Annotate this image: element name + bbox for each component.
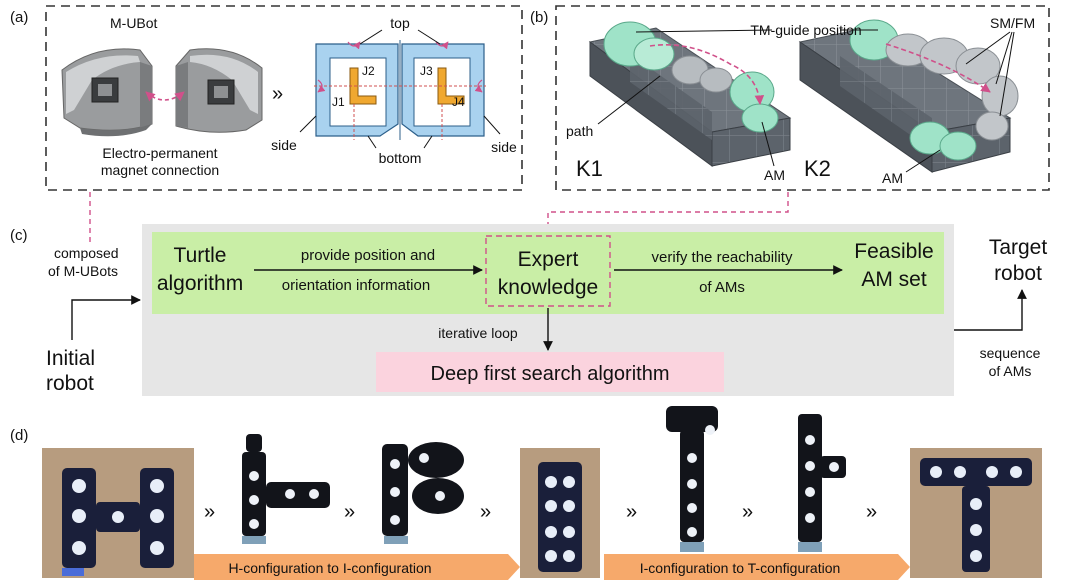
banner-h-to-i [194,554,520,580]
k2-block [798,19,1019,173]
expert-line-1: Expert [518,248,579,271]
panel-c: composed of M-UBots Initial robot Turtle… [46,192,1047,396]
label-smfm: SM/FM [990,15,1035,31]
label-k1: K1 [576,156,603,181]
panel-a: M-UBot Electro-permanent magnet connecti… [45,5,523,191]
label-am-1: AM [764,167,785,183]
photo-h-configuration [42,448,194,578]
joint-j2-label: J2 [362,64,375,78]
m-ubot-title: M-UBot [110,15,158,31]
chevron-right-icon: » [272,83,283,105]
initial-line-1: Initial [46,347,95,370]
provide-line-2: orientation information [282,277,430,294]
chevron-right-icon: » [480,501,491,523]
panel-label-b: (b) [530,9,548,26]
panel-label-a: (a) [10,9,28,26]
turtle-line-2: algorithm [157,272,243,295]
target-line-2: robot [994,262,1042,285]
sequence-line-1: sequence [980,345,1041,361]
connector-b-to-expert [547,192,789,232]
joint-j1-label: J1 [332,95,345,109]
sequence-line-2: of AMs [989,363,1032,379]
photo-step-2 [376,440,468,544]
expert-line-2: knowledge [498,276,598,299]
label-tm-guide: TM-guide position [750,22,861,38]
banner-i-to-t [604,554,910,580]
provide-line-1: provide position and [301,247,435,264]
banner-i-to-t-label: I-configuration to T-configuration [640,560,841,576]
label-side-right: side [491,139,517,155]
initial-to-process-arrow [71,295,141,340]
process-green-band [152,232,944,314]
composed-line-2: of M-UBots [48,263,118,279]
label-side-left: side [271,137,297,153]
caption-line-1: Electro-permanent [102,145,217,161]
m-ubot-cube-right [175,48,263,133]
composed-line-1: composed [54,245,119,261]
joint-j4-label: J4 [452,95,465,109]
m-ubot-cube-left [61,48,153,137]
target-line-1: Target [989,236,1048,259]
path-arrow [649,44,765,105]
photo-i-configuration [520,448,600,578]
magnet-connection-arrow [145,91,185,102]
process-to-target-arrow [954,289,1027,331]
photo-step-3 [664,404,724,554]
joint-schematic: J2 J3 J1 J4 [314,40,486,140]
k1-block [588,21,792,167]
label-bottom: bottom [379,150,422,166]
chevron-right-icon: » [344,501,355,523]
tm-guide-leader [635,29,773,33]
banner-h-to-i-label: H-configuration to I-configuration [228,560,431,576]
verify-line-1: verify the reachability [652,249,793,266]
dfs-label: Deep first search algorithm [431,363,670,385]
label-top: top [390,15,410,31]
photo-step-4 [790,412,850,554]
panel-label-c: (c) [10,227,28,244]
panel-label-d: (d) [10,427,28,444]
photo-step-1 [238,432,332,544]
panel-d: » » » [42,404,1042,580]
initial-line-2: robot [46,372,94,395]
chevron-right-icon: » [204,501,215,523]
feasible-line-2: AM set [861,268,927,291]
feasible-line-1: Feasible [854,240,933,263]
iterative-label: iterative loop [438,325,518,341]
chevron-right-icon: » [626,501,637,523]
dfs-box [376,352,724,392]
label-am-2: AM [882,170,903,186]
label-path: path [566,123,593,139]
caption-line-2: magnet connection [101,162,219,178]
panel-b: TM-guide position SM/FM path K1 K2 AM AM [555,5,1050,191]
chevron-right-icon: » [866,501,877,523]
expert-knowledge-box [485,235,611,307]
panel-b-border [555,5,1050,191]
chevron-right-icon: » [742,501,753,523]
joint-j3-label: J3 [420,64,433,78]
photo-t-configuration [910,448,1042,578]
label-k2: K2 [804,156,831,181]
verify-line-2: of AMs [699,279,745,296]
turtle-line-1: Turtle [174,244,227,267]
